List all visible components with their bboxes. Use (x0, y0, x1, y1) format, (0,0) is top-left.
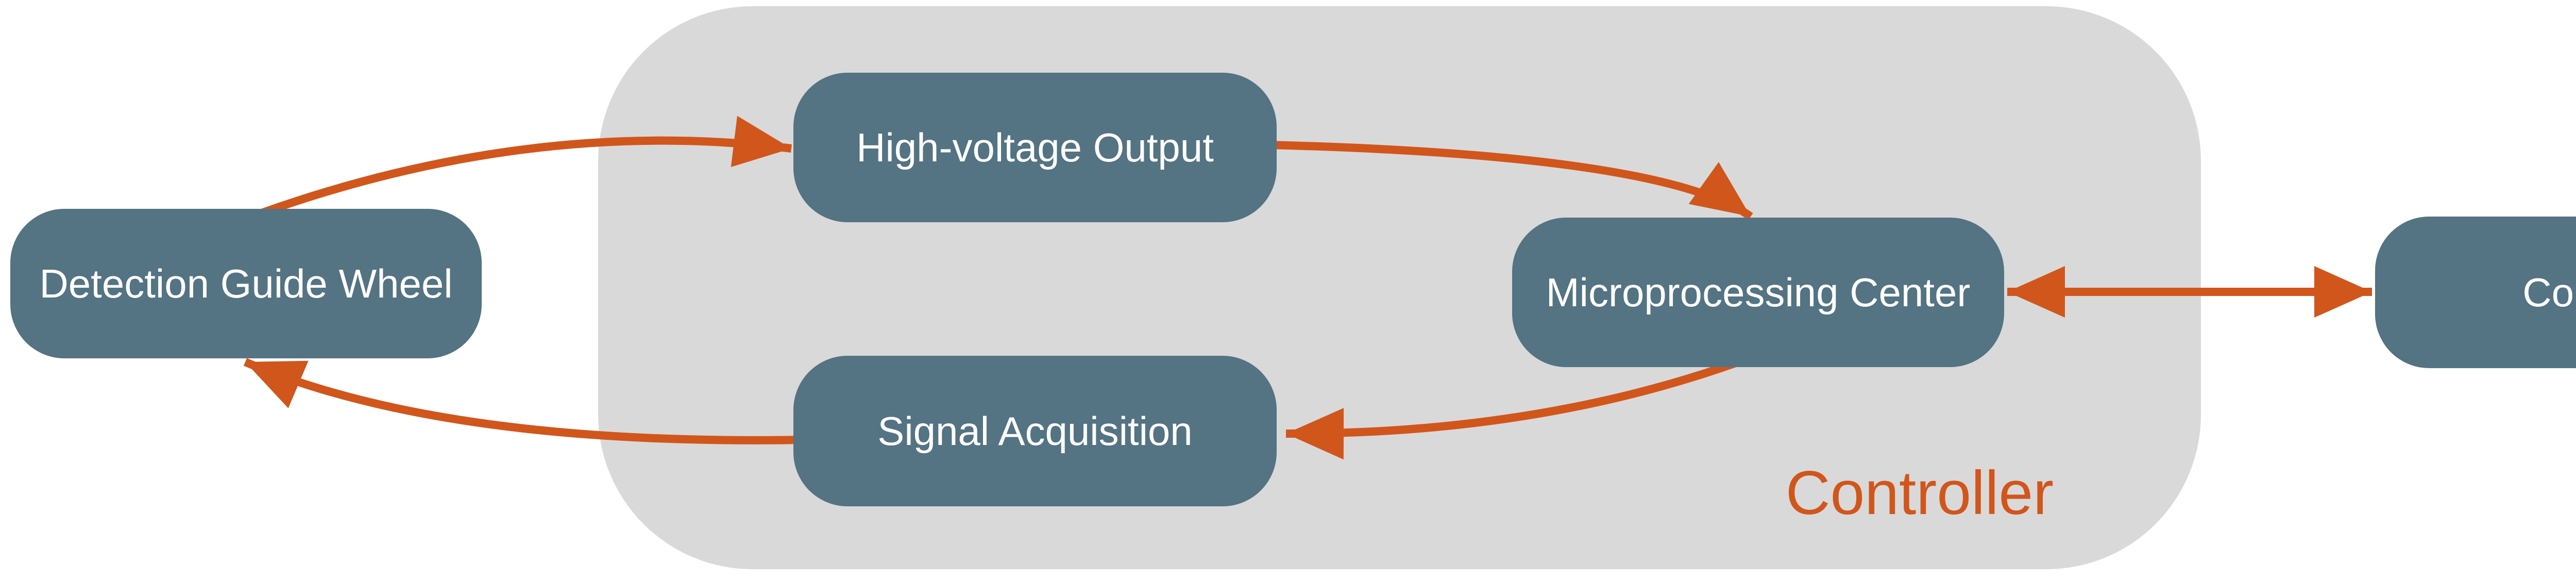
node-high-voltage-output: High-voltage Output (793, 73, 1277, 222)
node-high-voltage-output-label: High-voltage Output (856, 124, 1214, 170)
node-computer: Computer (2375, 217, 2576, 368)
node-microprocessing-center: Microprocessing Center (1512, 218, 2004, 367)
edge-high-voltage-output-to-microprocessing-center (1267, 141, 1753, 220)
node-computer-label: Computer (2522, 269, 2576, 315)
node-microprocessing-center-label: Microprocessing Center (1546, 269, 1971, 315)
node-signal-acquisition-label: Signal Acquisition (877, 408, 1193, 454)
edge-microprocessing-center-to-signal-acquisition (1285, 357, 1743, 460)
node-detection-guide-wheel: Detection Guide Wheel (10, 209, 482, 358)
edge-signal-acquisition-to-detection-guide-wheel (243, 358, 804, 444)
edge-detection-guide-wheel-to-high-voltage-output (223, 115, 792, 231)
node-detection-guide-wheel-label: Detection Guide Wheel (39, 260, 453, 306)
controller-label: Controller (1785, 458, 2054, 527)
node-signal-acquisition: Signal Acquisition (793, 356, 1277, 506)
